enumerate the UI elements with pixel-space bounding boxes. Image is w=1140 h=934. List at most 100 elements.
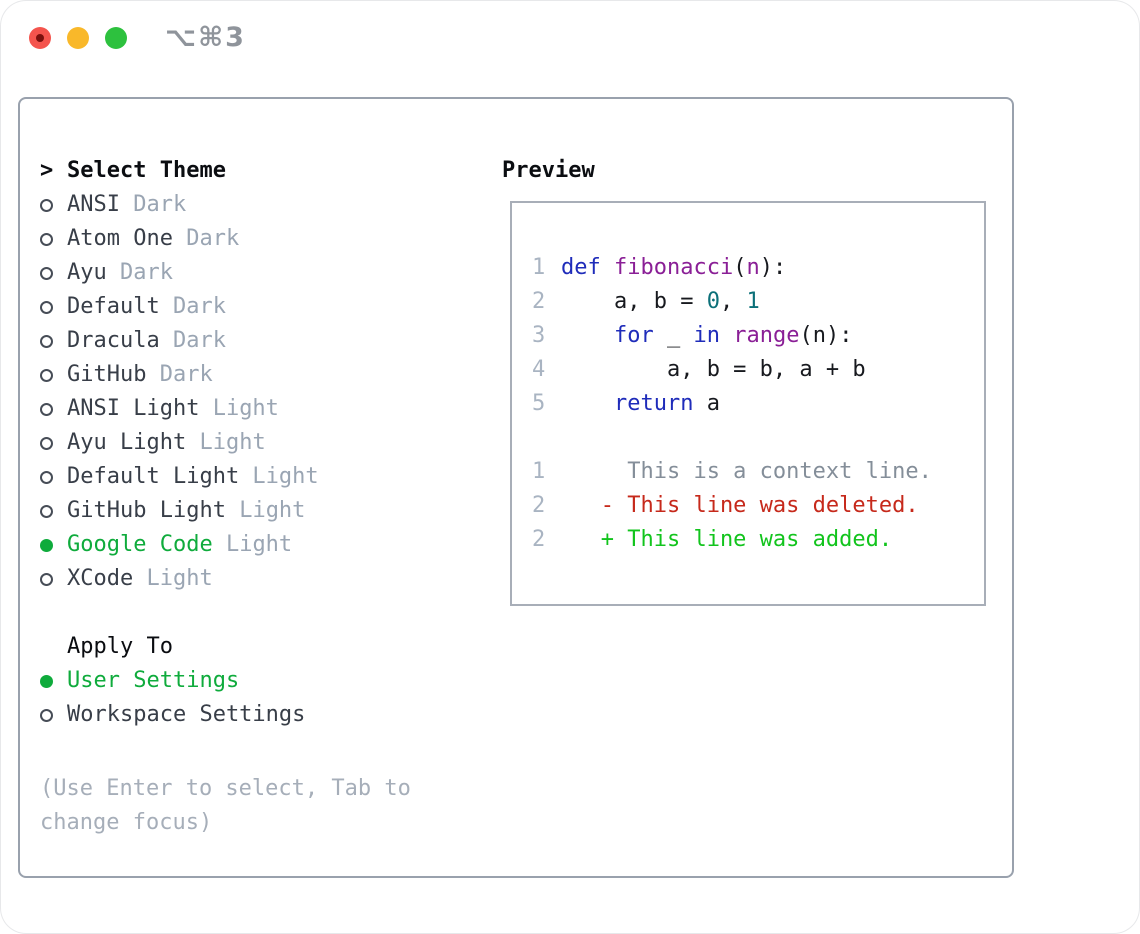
option-variant: Dark [159, 328, 226, 353]
diff-text: - This line was deleted. [561, 493, 919, 518]
radio-icon [40, 335, 53, 348]
option-label: Ayu [67, 260, 107, 285]
option-variant: Light [212, 532, 293, 557]
code-token [720, 323, 733, 348]
code-token [561, 391, 614, 416]
window-titlebar: ⌥⌘3 [0, 0, 1140, 97]
theme-option-xcode-light[interactable]: XCode Light [40, 562, 502, 596]
radio-cell [40, 358, 67, 392]
theme-option-default-light-light[interactable]: Default Light Light [40, 460, 502, 494]
code-line: 4 a, b = b, a + b [532, 353, 984, 387]
option-label: ANSI [67, 192, 120, 217]
help-line-1: (Use Enter to select, Tab to [40, 776, 411, 801]
code-token [561, 323, 614, 348]
diff-text: This is a context line. [561, 459, 932, 484]
option-variant: Dark [159, 294, 226, 319]
window-title: ⌥⌘3 [165, 22, 246, 53]
code-token: return [613, 391, 694, 416]
code-token: in [693, 323, 720, 348]
focus-caret: > [40, 158, 54, 183]
radio-icon [40, 233, 53, 246]
line-number: 3 [532, 323, 546, 348]
option-label: Default [67, 294, 160, 319]
option-label: Ayu Light [67, 430, 187, 455]
option-label: ANSI Light [67, 396, 200, 421]
radio-icon [40, 505, 53, 518]
option-variant: Light [199, 396, 279, 421]
code-token: 1 [746, 289, 760, 314]
apply-option-user-settings[interactable]: User Settings [40, 664, 502, 698]
code-line: 2 a, b = 0, 1 [532, 285, 984, 319]
theme-option-ansi-dark[interactable]: ANSI Dark [40, 188, 502, 222]
option-variant: Light [239, 464, 319, 489]
select-theme-title: Select Theme [67, 158, 226, 183]
diff-line: 2 + This line was added. [532, 523, 984, 557]
radio-icon [40, 675, 53, 688]
radio-icon [40, 403, 53, 416]
line-number: 2 [532, 527, 546, 552]
code-token: ): [759, 255, 787, 280]
theme-option-ayu-light-light[interactable]: Ayu Light Light [40, 426, 502, 460]
apply-option-workspace-settings[interactable]: Workspace Settings [40, 698, 502, 732]
help-text: (Use Enter to select, Tab to change focu… [40, 772, 502, 840]
code-token: fibonacci [614, 255, 734, 280]
code-token: n [746, 255, 760, 280]
theme-option-dracula-dark[interactable]: Dracula Dark [40, 324, 502, 358]
radio-cell [40, 188, 67, 222]
theme-option-default-dark[interactable]: Default Dark [40, 290, 502, 324]
radio-icon [40, 267, 53, 280]
radio-cell [40, 222, 67, 256]
close-button[interactable] [29, 26, 51, 49]
code-line: 3 for _ in range(n): [532, 319, 984, 353]
code-token: a, b = [561, 289, 707, 314]
preview-title: Preview [502, 158, 595, 183]
line-number: 2 [532, 493, 546, 518]
option-label: Default Light [67, 464, 240, 489]
apply-to-title: Apply To [67, 634, 173, 659]
line-number: 4 [532, 357, 546, 382]
radio-cell [40, 562, 67, 596]
minimize-button[interactable] [67, 26, 89, 49]
radio-icon [40, 709, 53, 722]
radio-cell [40, 698, 67, 732]
line-number: 1 [532, 459, 546, 484]
radio-icon [40, 437, 53, 450]
radio-icon [40, 301, 53, 314]
radio-cell [40, 392, 67, 426]
radio-cell [40, 256, 67, 290]
theme-option-ayu-dark[interactable]: Ayu Dark [40, 256, 502, 290]
diff-preview: 1 This is a context line. 2 - This line w… [532, 455, 984, 557]
option-label: GitHub Light [67, 498, 226, 523]
theme-option-atom-one-dark[interactable]: Atom One Dark [40, 222, 502, 256]
option-label: XCode [67, 566, 134, 591]
code-line: 5 return a [532, 387, 984, 421]
theme-option-google-code-light[interactable]: Google Code Light [40, 528, 502, 562]
radio-cell [40, 324, 67, 358]
theme-option-github-dark[interactable]: GitHub Dark [40, 358, 502, 392]
theme-option-ansi-light-light[interactable]: ANSI Light Light [40, 392, 502, 426]
option-variant: Light [225, 498, 306, 523]
select-theme-header: > Select Theme [40, 154, 502, 188]
radio-cell [40, 494, 67, 528]
line-number: 2 [532, 289, 546, 314]
theme-option-github-light-light[interactable]: GitHub Light Light [40, 494, 502, 528]
option-label: GitHub [67, 362, 147, 387]
code-token: _ [653, 323, 694, 348]
option-variant: Dark [106, 260, 173, 285]
radio-icon [40, 471, 53, 484]
option-label: Google Code [67, 532, 213, 557]
radio-cell [40, 664, 67, 698]
radio-cell [40, 460, 67, 494]
code-token: ( [733, 255, 747, 280]
zoom-button[interactable] [105, 26, 127, 49]
line-number: 5 [532, 391, 546, 416]
code-token: for [613, 323, 654, 348]
